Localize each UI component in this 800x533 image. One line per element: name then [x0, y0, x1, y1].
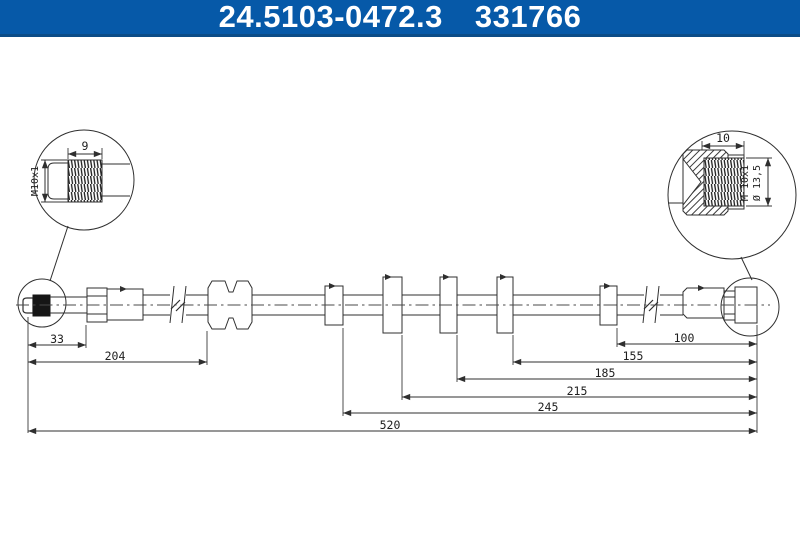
right-detail-cone-seat [682, 157, 702, 207]
left-detail-view: 9 M10x1 [30, 129, 135, 282]
break-symbol-right [642, 285, 660, 324]
diameter-label: Ø 13,5 [751, 165, 763, 201]
break-symbol-left [169, 285, 187, 324]
dim-215-label: 215 [567, 384, 588, 398]
left-detail-body [102, 163, 130, 197]
leader-line-right [740, 256, 753, 281]
leader-line-left [49, 225, 69, 282]
dim-204-label: 204 [105, 349, 126, 363]
left-shaft [50, 296, 87, 314]
left-male-thread [32, 294, 51, 317]
hose-main-view [16, 274, 780, 337]
thread-spec-right-label: M 10x1 [740, 165, 751, 201]
hose-tube [143, 294, 683, 316]
detail-circle-right-large [667, 130, 797, 260]
crimp-mark-icon [698, 285, 705, 291]
title-bar: 24.5103-0472.3 331766 [0, 0, 800, 37]
dim-245-label: 245 [538, 400, 559, 414]
dim-100-label: 100 [674, 331, 695, 345]
dim-33-label: 33 [50, 332, 64, 346]
collar-1 [324, 285, 344, 326]
dim-520-label: 520 [380, 418, 401, 432]
dim-9-label: 9 [82, 139, 89, 153]
detail-circle-right-small [720, 277, 780, 337]
left-detail-thread [67, 159, 103, 203]
part-number: 24.5103-0472.3 [218, 0, 443, 34]
dim-155-label: 155 [623, 349, 644, 363]
detail-circle-left-small [17, 278, 67, 328]
right-detail-thread [703, 157, 745, 207]
left-tip [22, 297, 34, 314]
right-detail-view: 10 M 10x1 Ø 13,5 [667, 130, 797, 281]
collar-5 [599, 285, 618, 326]
thread-spec-left-label: M10x1 [30, 166, 41, 196]
dim-185-label: 185 [595, 366, 616, 380]
hose-collars [324, 274, 618, 334]
crimp-mark-icon [120, 286, 127, 292]
article-number: 331766 [474, 0, 582, 34]
dimension-lines: 33 204 100 155 185 215 245 520 [27, 317, 758, 435]
left-detail-cap [47, 162, 69, 200]
left-crimp-sleeve [106, 288, 144, 321]
detail-circle-left-large [33, 129, 135, 231]
right-crimp-sleeve [682, 287, 725, 319]
dim-10-label: 10 [716, 131, 730, 145]
